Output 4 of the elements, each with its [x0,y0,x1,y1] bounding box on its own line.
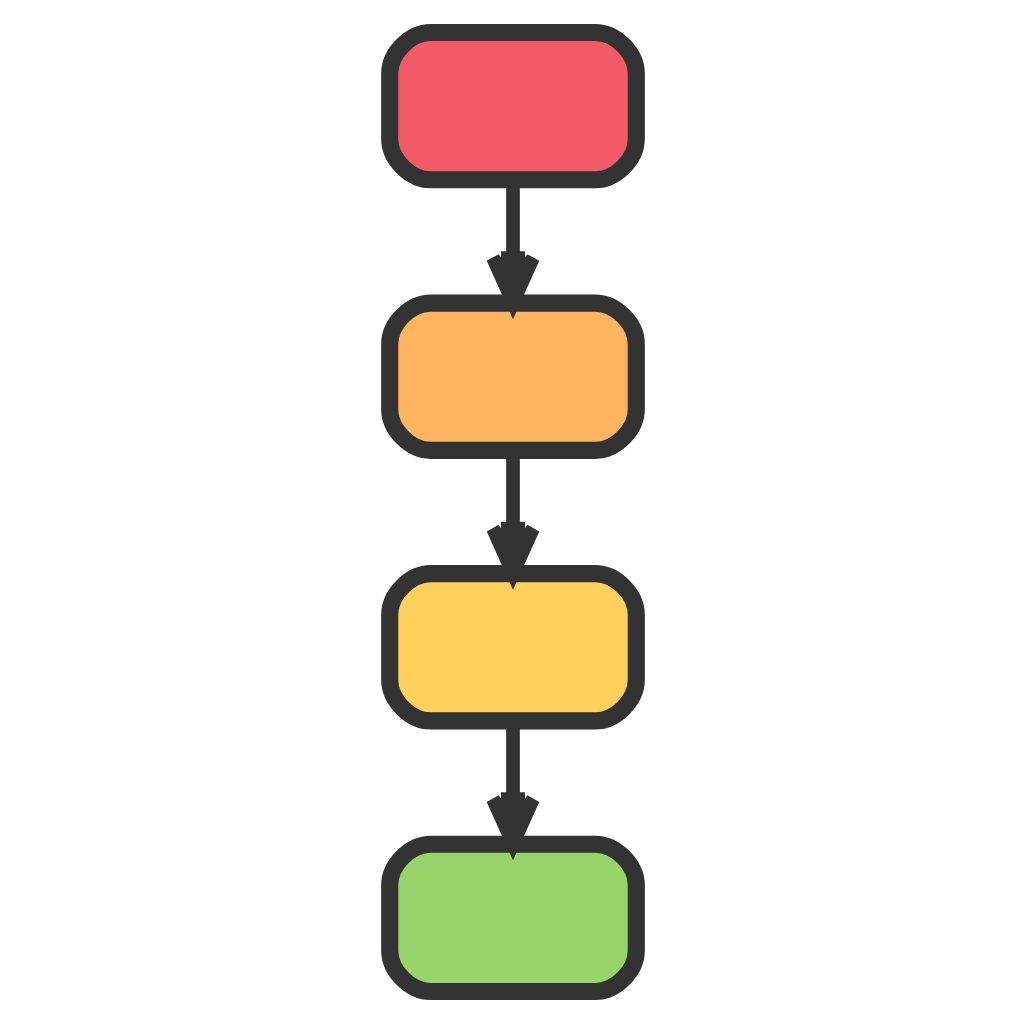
node-box [380,565,644,730]
node-box [380,23,644,189]
node-box [380,294,644,459]
node-box [380,835,644,1001]
